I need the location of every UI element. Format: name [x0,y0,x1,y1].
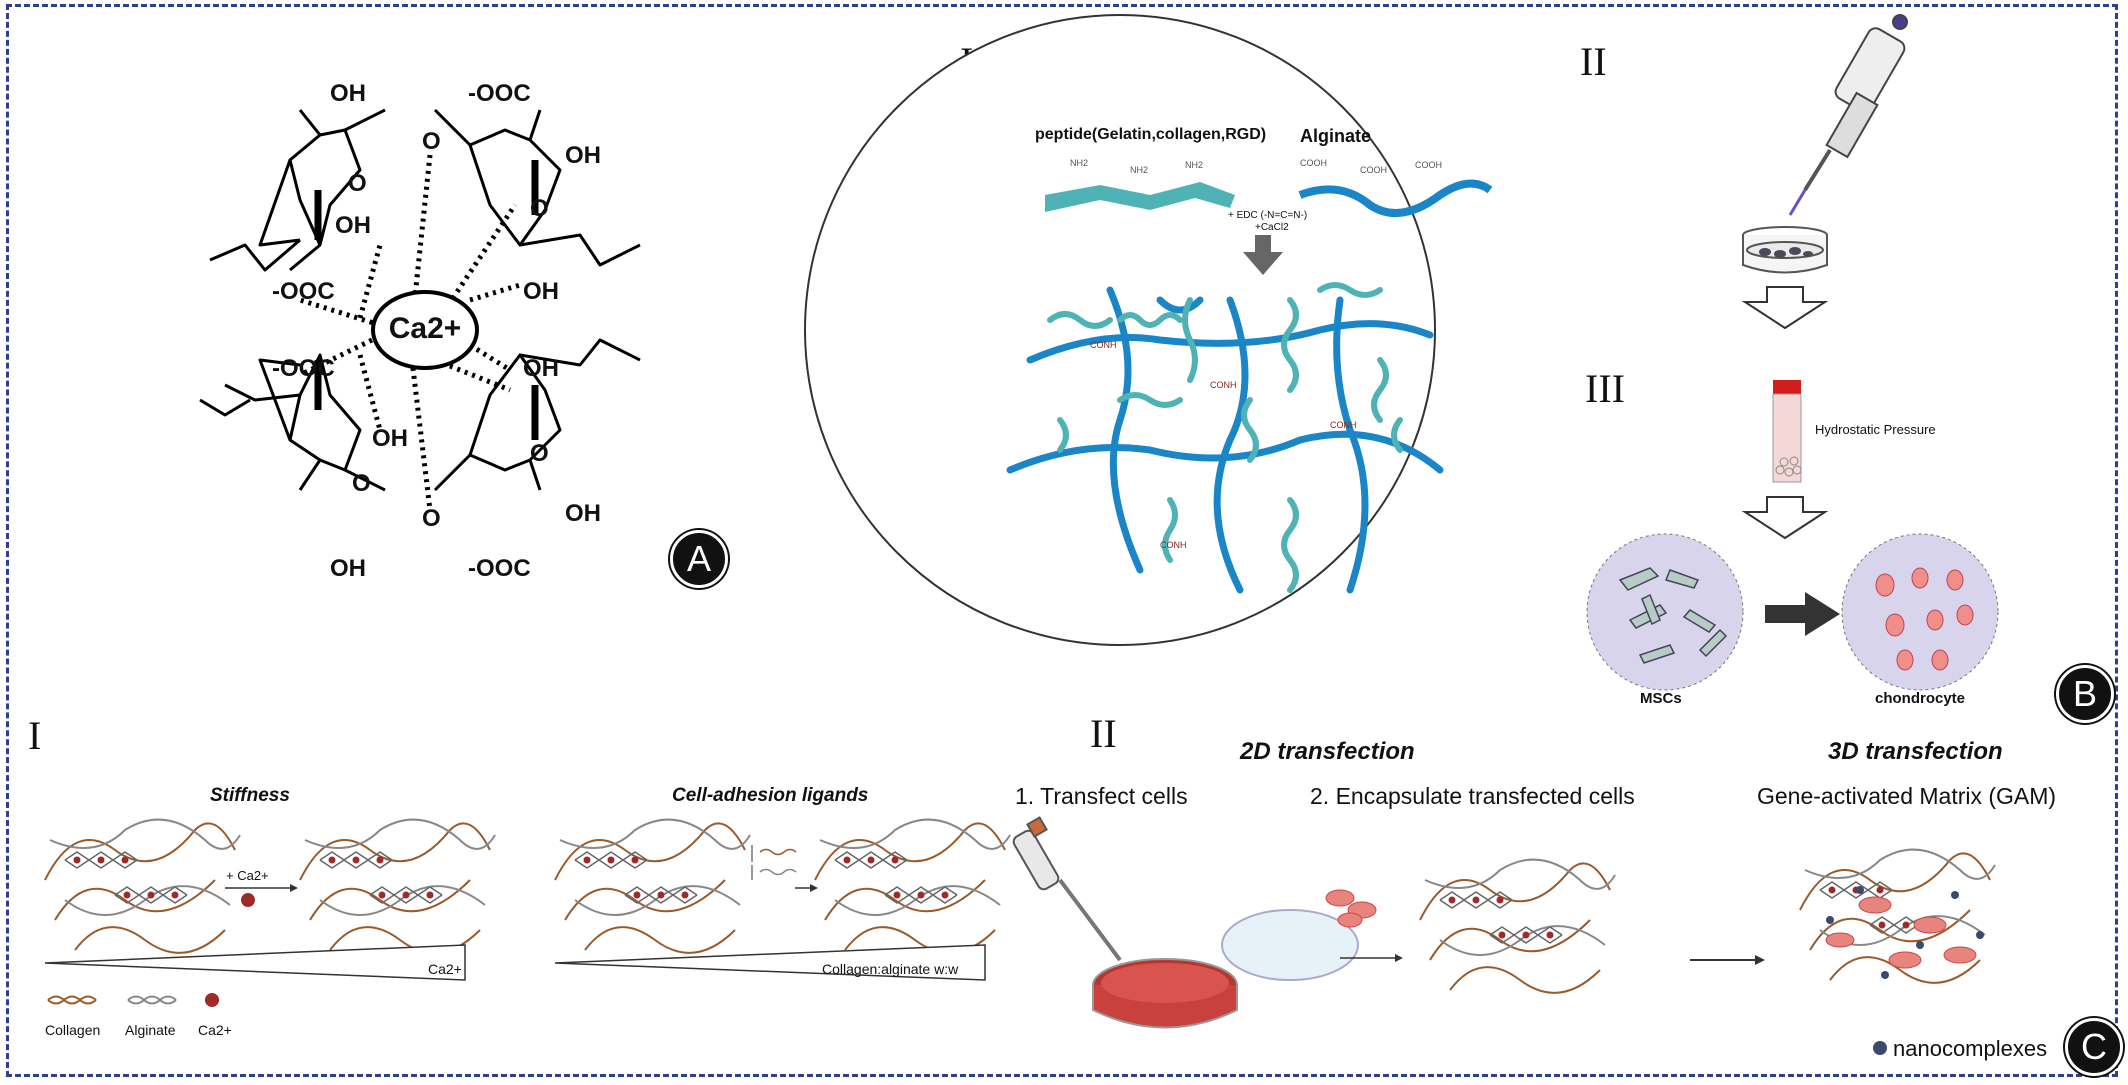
ooc-label-3: -OOC [272,355,335,382]
step1-label: 1. Transfect cells [1015,783,1188,809]
o-label-2: O [348,170,367,197]
cooh-group-1: COOH [1300,158,1327,168]
oh-label-6: OH [372,425,408,452]
panel-b-section-iii: III [1585,366,1625,411]
o-label-4: O [352,470,371,497]
chondrocyte-label: chondrocyte [1875,690,1966,707]
nh2-group-1: NH2 [1070,158,1089,168]
edc-label: + EDC (-N=C=N-) [1228,210,1308,221]
step2-label: 2. Encapsulate transfected cells [1310,783,1635,809]
o-label-6: O [422,505,441,532]
legend-alginate: Alginate [125,1022,176,1038]
oh-label-5: OH [523,355,559,382]
ooc-label-1: -OOC [468,80,531,107]
panel-c-badge: C [2065,1018,2123,1076]
panel-c-section-ii: II [1090,711,1117,756]
ratio-wedge-label: Collagen:alginate w:w [822,961,959,977]
panel-a-badge: A [670,530,728,588]
plus-ca-label: + Ca2+ [226,868,269,883]
alginate-label: Alginate [1300,126,1372,146]
mscs-label: MSCs [1640,690,1682,707]
oh-label-3: OH [335,212,371,239]
ca-ion-label: Ca2+ [388,312,462,345]
cooh-group-3: COOH [1415,160,1442,170]
hydrostatic-label: Hydrostatic Pressure [1815,422,1936,437]
o-label-1: O [422,128,441,155]
cooh-group-2: COOH [1360,165,1387,175]
cacl-label: +CaCl2 [1255,222,1289,233]
conh-group-4: CONH [1160,540,1187,550]
oh-label-4: OH [523,278,559,305]
adhesion-title: Cell-adhesion ligands [672,785,869,806]
conh-group-2: CONH [1210,380,1237,390]
legend-ca: Ca2+ [198,1022,232,1038]
ooc-label-2: -OOC [272,278,335,305]
peptide-label: peptide(Gelatin,collagen,RGD) [1035,126,1267,143]
nanocomplexes-label: nanocomplexes [1893,1036,2048,1061]
o-label-3: O [530,195,549,222]
nh2-group-3: NH2 [1185,160,1204,170]
panel-b-section-i: I [960,39,974,84]
nh2-group-2: NH2 [1130,165,1149,175]
stiffness-title: Stiffness [210,785,290,806]
panel-b-section-ii: II [1580,39,1607,84]
oh-label-1: OH [330,80,366,107]
oh-label-2: OH [565,142,601,169]
panel-c-section-i: I [28,713,42,758]
legend-collagen: Collagen [45,1022,101,1038]
transfection-3d-title: 3D transfection [1828,738,2003,765]
oh-label-8: OH [330,555,366,582]
oh-label-7: OH [565,500,601,527]
o-label-5: O [530,440,549,467]
transfection-2d-title: 2D transfection [1240,738,1415,765]
ooc-label-4: -OOC [468,555,531,582]
panel-b-badge: B [2056,665,2114,723]
conh-group-1: CONH [1090,340,1117,350]
gam-label: Gene-activated Matrix (GAM) [1757,783,2057,809]
ca-wedge-label: Ca2+ [428,961,462,977]
conh-group-3: CONH [1330,420,1357,430]
figure-frame [6,4,2118,1077]
